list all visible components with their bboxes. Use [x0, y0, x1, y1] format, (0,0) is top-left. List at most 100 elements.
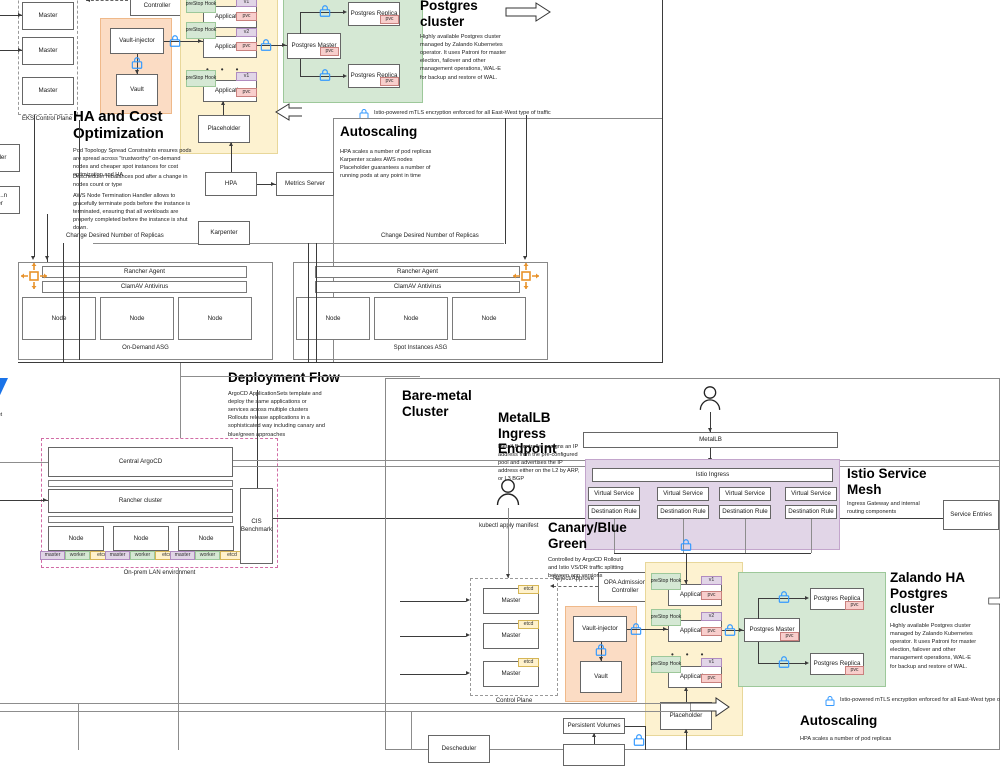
application-3-top-pvc: pvc — [236, 88, 257, 97]
on-demand-node-2: Node — [100, 297, 174, 340]
conn-rancher-left-in — [0, 500, 48, 501]
conn-reject-approve-bottom — [553, 586, 598, 587]
mtls-lock-icon-app-pg-bottom — [723, 623, 737, 642]
on-demand-node-1-label: Node — [51, 314, 67, 322]
virtual-service-4: Virtual Service — [785, 487, 837, 501]
on-demand-node-1: Node — [22, 297, 96, 340]
mtls-legend-text-bottom: Istio-powered mTLS encryption enforced f… — [840, 697, 1000, 703]
arrow-placeholder-app3-top — [220, 101, 225, 105]
rancher-cluster-label: Rancher cluster — [118, 497, 163, 505]
destination-rule-4: Destination Rule — [785, 505, 837, 519]
onprem-node-3-worker: worker — [195, 551, 220, 560]
arrow-person-metallb — [707, 428, 712, 432]
conn-vaultinj-apps-bottom — [627, 629, 668, 630]
prestop-hook-3-bottom: preStop Hook — [651, 656, 681, 673]
arrow-pg-rep2-top — [343, 73, 347, 78]
opa-admission-controller-bottom: OPA Admission Controller — [598, 572, 652, 602]
clamav-spot: ClamAV Antivirus — [315, 281, 520, 293]
ellipsis-dots-bottom: ••• — [671, 650, 716, 659]
conn-pgmaster-down-bottom — [758, 642, 759, 664]
destination-rule-1: Destination Rule — [588, 505, 640, 519]
metallb-box-label: MetalLB — [699, 436, 722, 444]
istio-ingress: Istio Ingress — [592, 468, 833, 482]
user-person-icon-top-baremetal — [699, 385, 721, 416]
arrow-app-pgmaster-top — [282, 42, 286, 47]
postgres-bottom-heading: Zalando HA Postgres cluster — [890, 570, 965, 617]
conn-pgmaster-rep2-top — [300, 76, 344, 77]
onprem-node-1-master: master — [40, 551, 65, 560]
destination-rule-4-label: Destination Rule — [788, 508, 834, 516]
autoscaling-top-description: HPA scales a number of pod replicas Karp… — [340, 149, 432, 180]
application-2-top-label: Application — [214, 43, 246, 51]
opa-admission-controller-top-label: OPA Admission Controller — [136, 0, 178, 9]
conn-deployflow-top — [180, 376, 420, 377]
postgres-top-heading: Postgres cluster — [420, 0, 478, 29]
destination-rule-2: Destination Rule — [657, 505, 709, 519]
onprem-node-3-label: Node — [198, 534, 214, 542]
rancher-agent-spot-label: Rancher Agent — [397, 268, 438, 276]
postgres-master-bottom-pvc: pvc — [780, 632, 799, 641]
arrow-master3-in — [466, 671, 470, 675]
autoscaling-bottom-heading: Autoscaling — [800, 713, 878, 728]
arrow-reject-approve-bottom — [550, 583, 554, 588]
application-1-bottom-pvc: pvc — [701, 591, 722, 600]
flow-arrow-right-bottom — [689, 697, 730, 722]
postgres-replica-2-top-label: Postgres Replica — [350, 72, 398, 80]
mtls-lock-icon-apps-bottom — [629, 622, 643, 641]
conn-bottom-vert-3 — [411, 711, 412, 750]
istio-description: Ingress Gateway and internal routing com… — [847, 501, 920, 516]
application-2-bottom-pvc: pvc — [701, 627, 722, 636]
onprem-node-2-master: master — [105, 551, 130, 560]
metallb-description: MetalLB controller assigns an IP address… — [498, 444, 580, 483]
conn-karpenter-left — [93, 243, 198, 244]
central-argocd: Central ArgoCD — [48, 447, 233, 477]
move-handle-on-demand-asg[interactable] — [21, 263, 47, 294]
conn-pgmaster-rep1-top — [300, 12, 344, 13]
conn-bottom-vert-1 — [78, 703, 79, 750]
spot-node-3-label: Node — [481, 314, 497, 322]
arrow-pv-up — [591, 733, 596, 737]
postgres-replica-2-bottom-pvc: pvc — [845, 666, 864, 675]
on-prem-lan-caption: On-prem LAN environment — [123, 570, 196, 576]
arrow-eks-master1 — [18, 12, 22, 17]
destination-rule-2-label: Destination Rule — [660, 508, 706, 516]
karpenter-box-top: Karpenter — [198, 221, 250, 245]
spot-node-2-label: Node — [403, 314, 419, 322]
placeholder-bottom-label: Placeholder — [669, 712, 703, 720]
conn-karpenter-right — [250, 243, 504, 244]
on-demand-asg-group — [18, 262, 273, 360]
virtual-service-4-label: Virtual Service — [791, 490, 831, 498]
conn-spot-vert1 — [308, 243, 309, 363]
postgres-top-description: Highly available Postgres cluster manage… — [420, 34, 507, 81]
flow-arrow-right-top — [505, 2, 551, 27]
vault-bottom: Vault — [580, 661, 622, 693]
conn-dr3-down — [745, 519, 746, 553]
aws-logo-partial-caption: et — [0, 412, 3, 418]
conn-master2-in — [400, 635, 466, 637]
conn-pv-right-vert — [645, 726, 646, 750]
application-1-top-pvc: pvc — [236, 12, 257, 21]
arrow-dr-bus-down — [683, 580, 688, 584]
arrow-app-pgmaster-bottom — [739, 627, 743, 632]
persistent-volumes: Persistent Volumes — [563, 718, 625, 734]
conn-placeholder-app3-bottom — [686, 688, 687, 702]
conn-dr4-down — [811, 519, 812, 553]
conn-spot-vert2 — [316, 243, 317, 363]
service-entries: Service Entries — [943, 500, 999, 530]
placeholder-top: Placeholder — [198, 115, 250, 143]
arrow-hpa-placeholder-top — [228, 142, 233, 146]
arrow-hpa-placeholder-bottom — [683, 729, 688, 733]
arrow-hpa-metrics-top — [271, 181, 275, 186]
arrow-vaultinjector-vault-bottom — [598, 657, 603, 661]
application-2-bottom: Application — [668, 620, 722, 642]
move-handle-spot-asg[interactable] — [513, 263, 539, 294]
baremetal-control-plane-label: Control Plane — [495, 698, 533, 704]
descheduler-bottom: Descheduler — [428, 735, 490, 763]
application-3-top-label: Application — [214, 87, 246, 95]
conn-app-pgmaster-bottom — [722, 630, 744, 631]
postgres-master-bottom: Postgres Master — [744, 618, 800, 642]
arrow-vaultinjector-vault-top — [134, 70, 139, 74]
on-demand-asg-caption: On-Demand ASG — [122, 345, 169, 351]
conn-argocd-left-in — [0, 462, 48, 463]
node-termination-handler-partial-left: ...Node ...n Handler — [0, 186, 20, 214]
